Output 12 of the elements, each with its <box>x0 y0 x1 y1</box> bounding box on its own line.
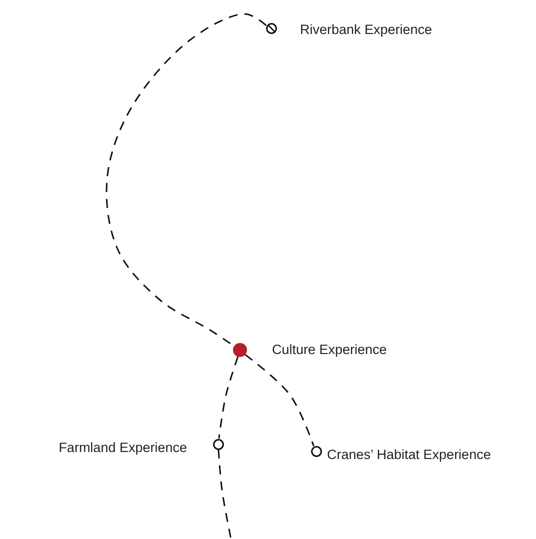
waypoint-dot <box>233 343 247 357</box>
place-label: Culture Experience <box>272 342 387 358</box>
dashed-trail <box>218 356 239 439</box>
dashed-trail <box>244 354 314 446</box>
waypoint-marker <box>310 446 322 456</box>
dashed-trail <box>218 449 232 539</box>
dashed-trail <box>106 13 267 347</box>
place-label: Cranes’ Habitat Experience <box>327 447 491 463</box>
place-label: Riverbank Experience <box>300 22 432 38</box>
waypoint-marker <box>212 438 224 450</box>
place-label: Farmland Experience <box>58 440 187 456</box>
waypoint-marker <box>266 22 276 34</box>
